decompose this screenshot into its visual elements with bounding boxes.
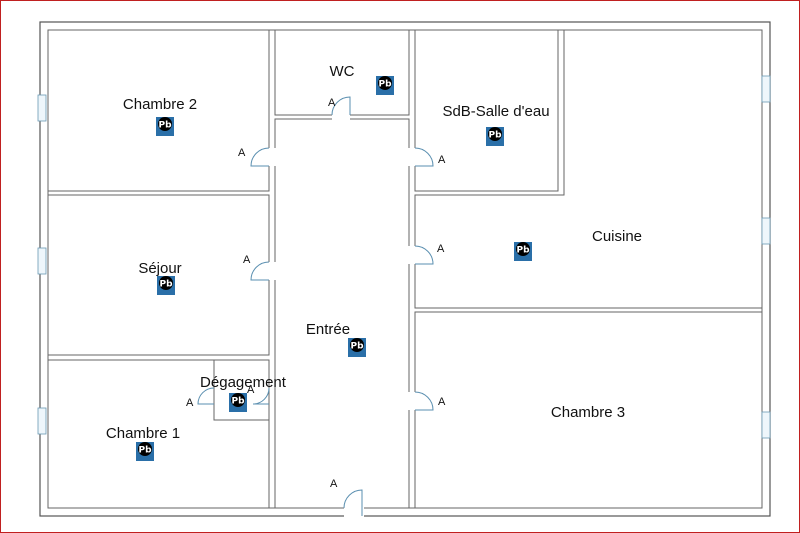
window-sdb <box>761 75 771 103</box>
room-label-cuisine: Cuisine <box>592 228 642 245</box>
window-chambre-1 <box>37 407 47 435</box>
svg-text:Pb: Pb <box>378 80 392 90</box>
window-chambre-3 <box>761 411 771 439</box>
window-chambre-2 <box>37 94 47 122</box>
pb-marker: Pb <box>376 76 394 95</box>
pb-marker: Pb <box>229 393 247 412</box>
svg-text:Pb: Pb <box>516 246 530 256</box>
room-label-sejour: Séjour <box>138 260 181 277</box>
door-label: A <box>328 97 336 109</box>
door-wc <box>331 96 351 116</box>
room-sejour <box>47 194 270 356</box>
room-label-wc: WC <box>330 63 355 80</box>
pb-marker: Pb <box>514 242 532 261</box>
svg-text:Pb: Pb <box>158 121 172 131</box>
door-cuisine <box>414 245 434 265</box>
door-label: A <box>330 478 338 490</box>
room-label-chambre-1: Chambre 1 <box>106 425 180 442</box>
room-sdb <box>414 29 559 192</box>
room-entree <box>274 118 410 509</box>
room-chambre-2 <box>47 29 270 192</box>
door-degagement-1 <box>197 387 215 405</box>
room-label-chambre-2: Chambre 2 <box>123 96 197 113</box>
door-label: A <box>186 397 194 409</box>
window-sejour <box>37 247 47 275</box>
svg-text:Pb: Pb <box>231 397 245 407</box>
svg-text:Pb: Pb <box>138 446 152 456</box>
window-cuisine <box>761 217 771 245</box>
door-label: A <box>238 147 246 159</box>
door-degagement-2 <box>252 387 270 405</box>
pb-marker: Pb <box>136 442 154 461</box>
room-chambre-3 <box>414 311 763 509</box>
door-label: A <box>438 396 446 408</box>
door-label: A <box>247 384 255 396</box>
room-label-degagement: Dégagement <box>200 374 287 391</box>
door-label: A <box>438 154 446 166</box>
room-label-sdb: SdB-Salle d'eau <box>442 103 549 120</box>
door-label: A <box>437 243 445 255</box>
door-chambre-2 <box>250 147 270 167</box>
pb-marker: Pb <box>348 338 366 357</box>
room-label-chambre-3: Chambre 3 <box>551 404 625 421</box>
pb-marker: Pb <box>157 276 175 295</box>
room-label-entree: Entrée <box>306 321 350 338</box>
svg-text:Pb: Pb <box>350 342 364 352</box>
door-sejour <box>250 261 270 281</box>
door-sdb <box>414 147 434 167</box>
pb-marker: Pb <box>156 117 174 136</box>
svg-text:Pb: Pb <box>159 280 173 290</box>
door-chambre-3 <box>414 391 434 411</box>
door-entree <box>343 489 363 516</box>
door-label: A <box>243 254 251 266</box>
room-cuisine <box>414 29 763 309</box>
pb-marker: Pb <box>486 127 504 146</box>
svg-text:Pb: Pb <box>488 131 502 141</box>
